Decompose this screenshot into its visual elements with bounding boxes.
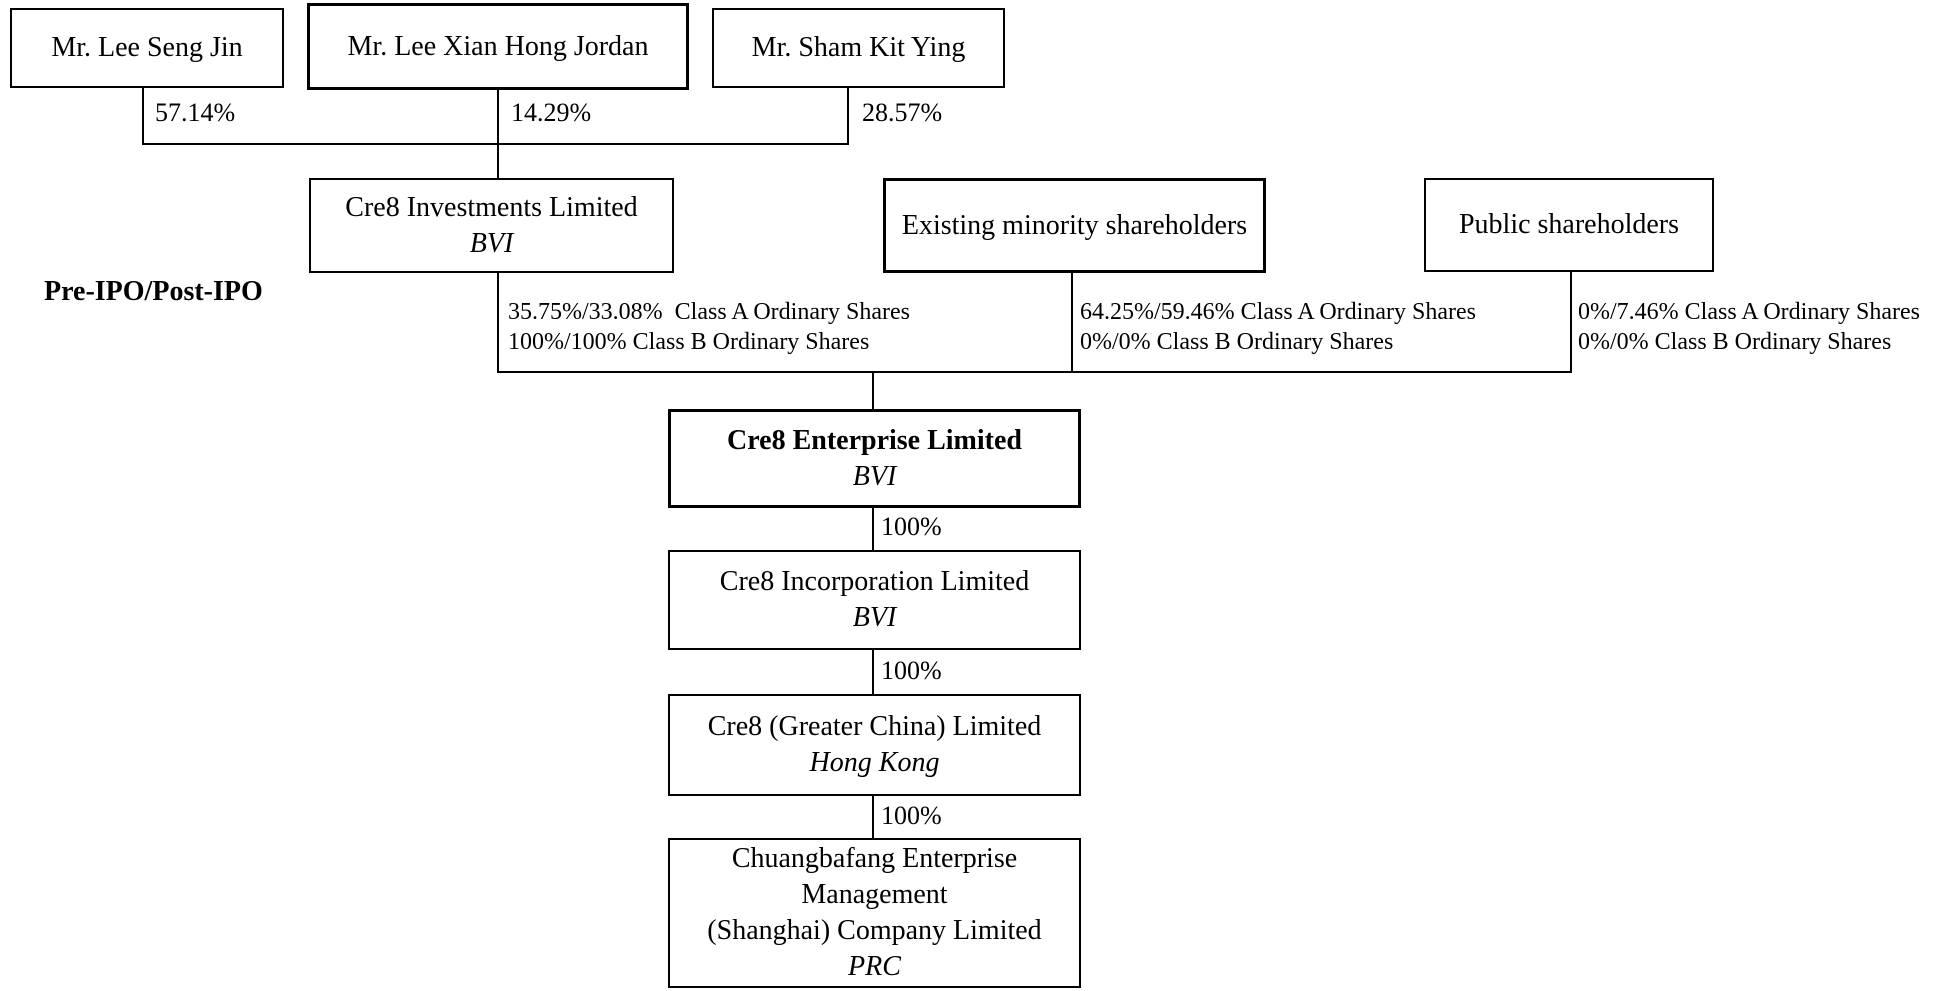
connector-line [872,372,874,410]
entity-name: Mr. Sham Kit Ying [751,32,966,64]
ownership-label-lee-xian-hong-jordan: 14.29% [511,98,592,127]
holdings-line: 100%/100% Class B Ordinary Shares [508,329,870,355]
holdings-line: 64.25%/59.46% Class A Ordinary Shares [1080,299,1476,325]
entity-box-chuangbafang: Chuangbafang Enterprise Management (Shan… [668,838,1081,988]
entity-name: (Shanghai) Company Limited [707,915,1042,946]
entity-jurisdiction: PRC [848,950,901,982]
connector-line [497,371,1572,373]
ownership-label-sham-kit-ying: 28.57% [862,98,943,127]
entity-name: Cre8 (Greater China) Limited [707,711,1042,743]
holdings-line: 35.75%/33.08% Class A Ordinary Shares [508,299,910,325]
entity-name: Mr. Lee Xian Hong Jordan [347,30,649,62]
holdings-line: 0%/0% Class B Ordinary Shares [1578,329,1892,355]
holdings-line: 0%/7.46% Class A Ordinary Shares [1578,299,1920,325]
entity-name: Public shareholders [1458,209,1680,241]
entity-box-sham-kit-ying: Mr. Sham Kit Ying [712,8,1005,88]
entity-jurisdiction: BVI [852,602,897,633]
entity-name: Existing minority shareholders [901,209,1248,241]
connector-line [497,90,499,178]
entity-jurisdiction: BVI [469,227,514,259]
entity-jurisdiction: BVI [852,460,897,492]
entity-name: Cre8 Enterprise Limited [727,424,1022,456]
ownership-label-lee-seng-jin: 57.14% [155,98,236,127]
connector-line [497,273,499,373]
connector-line [1071,273,1073,373]
ownership-label-cre8-incorporation: 100% [881,512,942,541]
entity-box-cre8-investments: Cre8 Investments Limited BVI [309,178,674,273]
ownership-label-chuangbafang: 100% [881,801,942,830]
connector-line [847,88,849,145]
holdings-existing-minority-shareholders: 64.25%/59.46% Class A Ordinary Shares 0%… [1080,297,1476,357]
entity-name: Management [801,879,948,911]
holdings-line: 0%/0% Class B Ordinary Shares [1080,329,1394,355]
stage-label: Pre-IPO/Post-IPO [44,276,263,307]
entity-name: Cre8 Incorporation Limited [719,566,1030,598]
entity-jurisdiction: Hong Kong [809,747,940,778]
holdings-cre8-investments: 35.75%/33.08% Class A Ordinary Shares 10… [508,297,910,357]
holdings-public-shareholders: 0%/7.46% Class A Ordinary Shares 0%/0% C… [1578,297,1920,357]
entity-box-cre8-enterprise: Cre8 Enterprise Limited BVI [668,409,1081,508]
entity-box-cre8-incorporation: Cre8 Incorporation Limited BVI [668,550,1081,650]
connector-line [872,650,874,694]
connector-line [142,143,849,145]
ownership-label-cre8-greater-china: 100% [881,656,942,685]
entity-box-lee-xian-hong-jordan: Mr. Lee Xian Hong Jordan [307,3,689,90]
connector-line [872,508,874,550]
connector-line [1570,272,1572,373]
entity-box-public-shareholders: Public shareholders [1424,178,1714,272]
entity-name: Cre8 Investments Limited [345,191,638,223]
entity-box-cre8-greater-china: Cre8 (Greater China) Limited Hong Kong [668,694,1081,796]
entity-name: Chuangbafang Enterprise [731,843,1018,875]
entity-box-existing-minority-shareholders: Existing minority shareholders [883,178,1266,273]
connector-line [872,796,874,838]
entity-name: Mr. Lee Seng Jin [51,32,243,64]
connector-line [142,88,144,145]
entity-box-lee-seng-jin: Mr. Lee Seng Jin [10,8,284,88]
